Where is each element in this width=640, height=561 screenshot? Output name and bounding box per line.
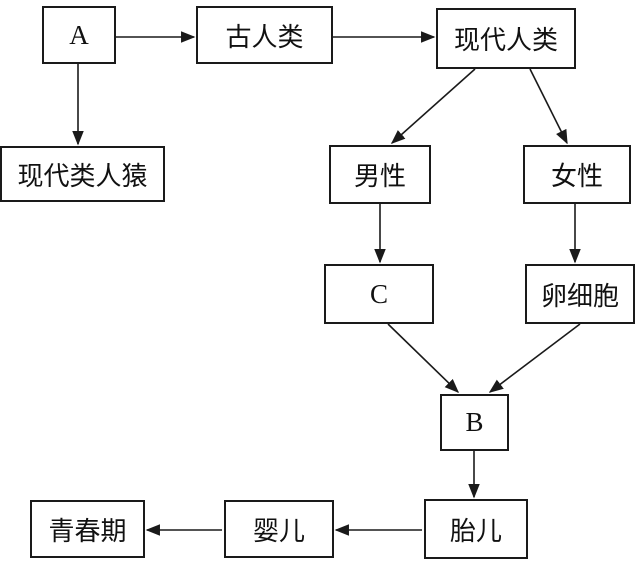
node-c: C — [324, 264, 434, 324]
node-modern-human: 现代人类 — [436, 8, 576, 69]
node-fetus: 胎儿 — [424, 499, 528, 559]
node-a: A — [42, 6, 116, 64]
node-ancient-human: 古人类 — [196, 6, 333, 64]
node-modern-ape: 现代类人猿 — [0, 146, 165, 202]
node-adolescence: 青春期 — [30, 500, 145, 558]
node-infant: 婴儿 — [224, 500, 334, 558]
arrow-modern-human-to-male — [390, 68, 476, 144]
node-b: B — [440, 394, 509, 451]
node-male: 男性 — [329, 145, 431, 204]
node-female: 女性 — [523, 145, 631, 204]
arrow-egg-cell-to-b — [488, 323, 581, 393]
arrow-modern-human-to-female — [529, 68, 568, 145]
arrow-c-to-b — [387, 323, 460, 394]
node-egg-cell: 卵细胞 — [525, 264, 635, 324]
